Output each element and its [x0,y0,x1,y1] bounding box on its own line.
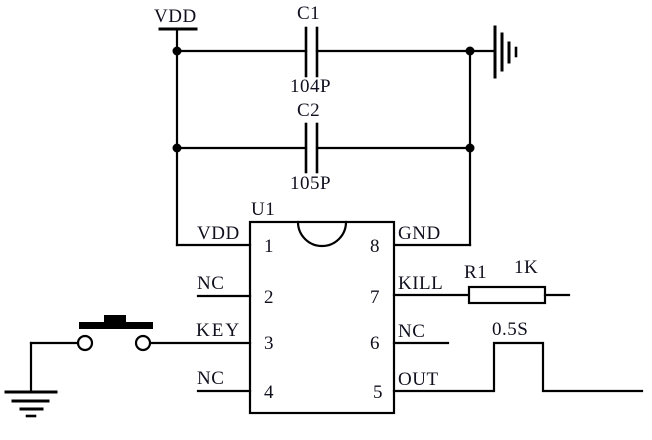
vdd-power-icon [158,27,198,247]
kill-resistor-branch [392,285,571,305]
pin4-name-label: NC [197,368,225,389]
pin6-name-label: NC [398,321,426,342]
c1-capacitor-icon [175,26,496,78]
pin7-name-label: KILL [398,273,444,294]
pin3-name-label: KEY [196,320,242,341]
r1-resistor-icon [467,285,547,305]
pulse-width-label: 0.5S [492,319,529,340]
c2-ref-label: C2 [297,100,321,121]
earth-ground-right-icon [493,25,518,79]
button-ground-wire [29,341,80,394]
c1-value-label: 104P [290,76,332,97]
pin1-number: 1 [264,236,274,257]
pin7-number: 7 [370,287,380,308]
c2-capacitor-icon [175,122,472,174]
out-pulse-waveform-icon [392,341,644,393]
pin2-number: 2 [264,287,274,308]
pin2-name-label: NC [197,273,225,294]
ic-ref-label: U1 [251,199,276,220]
pin4-number: 4 [264,382,274,403]
vdd-rail-label: VDD [154,6,197,27]
ic-body [248,220,396,415]
pin5-number: 5 [373,382,383,403]
c2-value-label: 105P [290,173,332,194]
push-button-icon [76,315,153,352]
c1-ref-label: C1 [297,3,321,24]
r1-ref-label: R1 [464,262,488,283]
pin5-name-label: OUT [398,369,439,390]
pin8-number: 8 [370,236,380,257]
r1-value-label: 1K [514,257,539,278]
pin3-number: 3 [264,333,274,354]
pin6-number: 6 [370,333,380,354]
pin1-name-label: VDD [197,223,240,244]
pin8-name-label: GND [398,223,441,244]
left-pin-wires [148,243,252,393]
earth-ground-left-icon [4,390,58,418]
junction-dots [172,46,475,153]
